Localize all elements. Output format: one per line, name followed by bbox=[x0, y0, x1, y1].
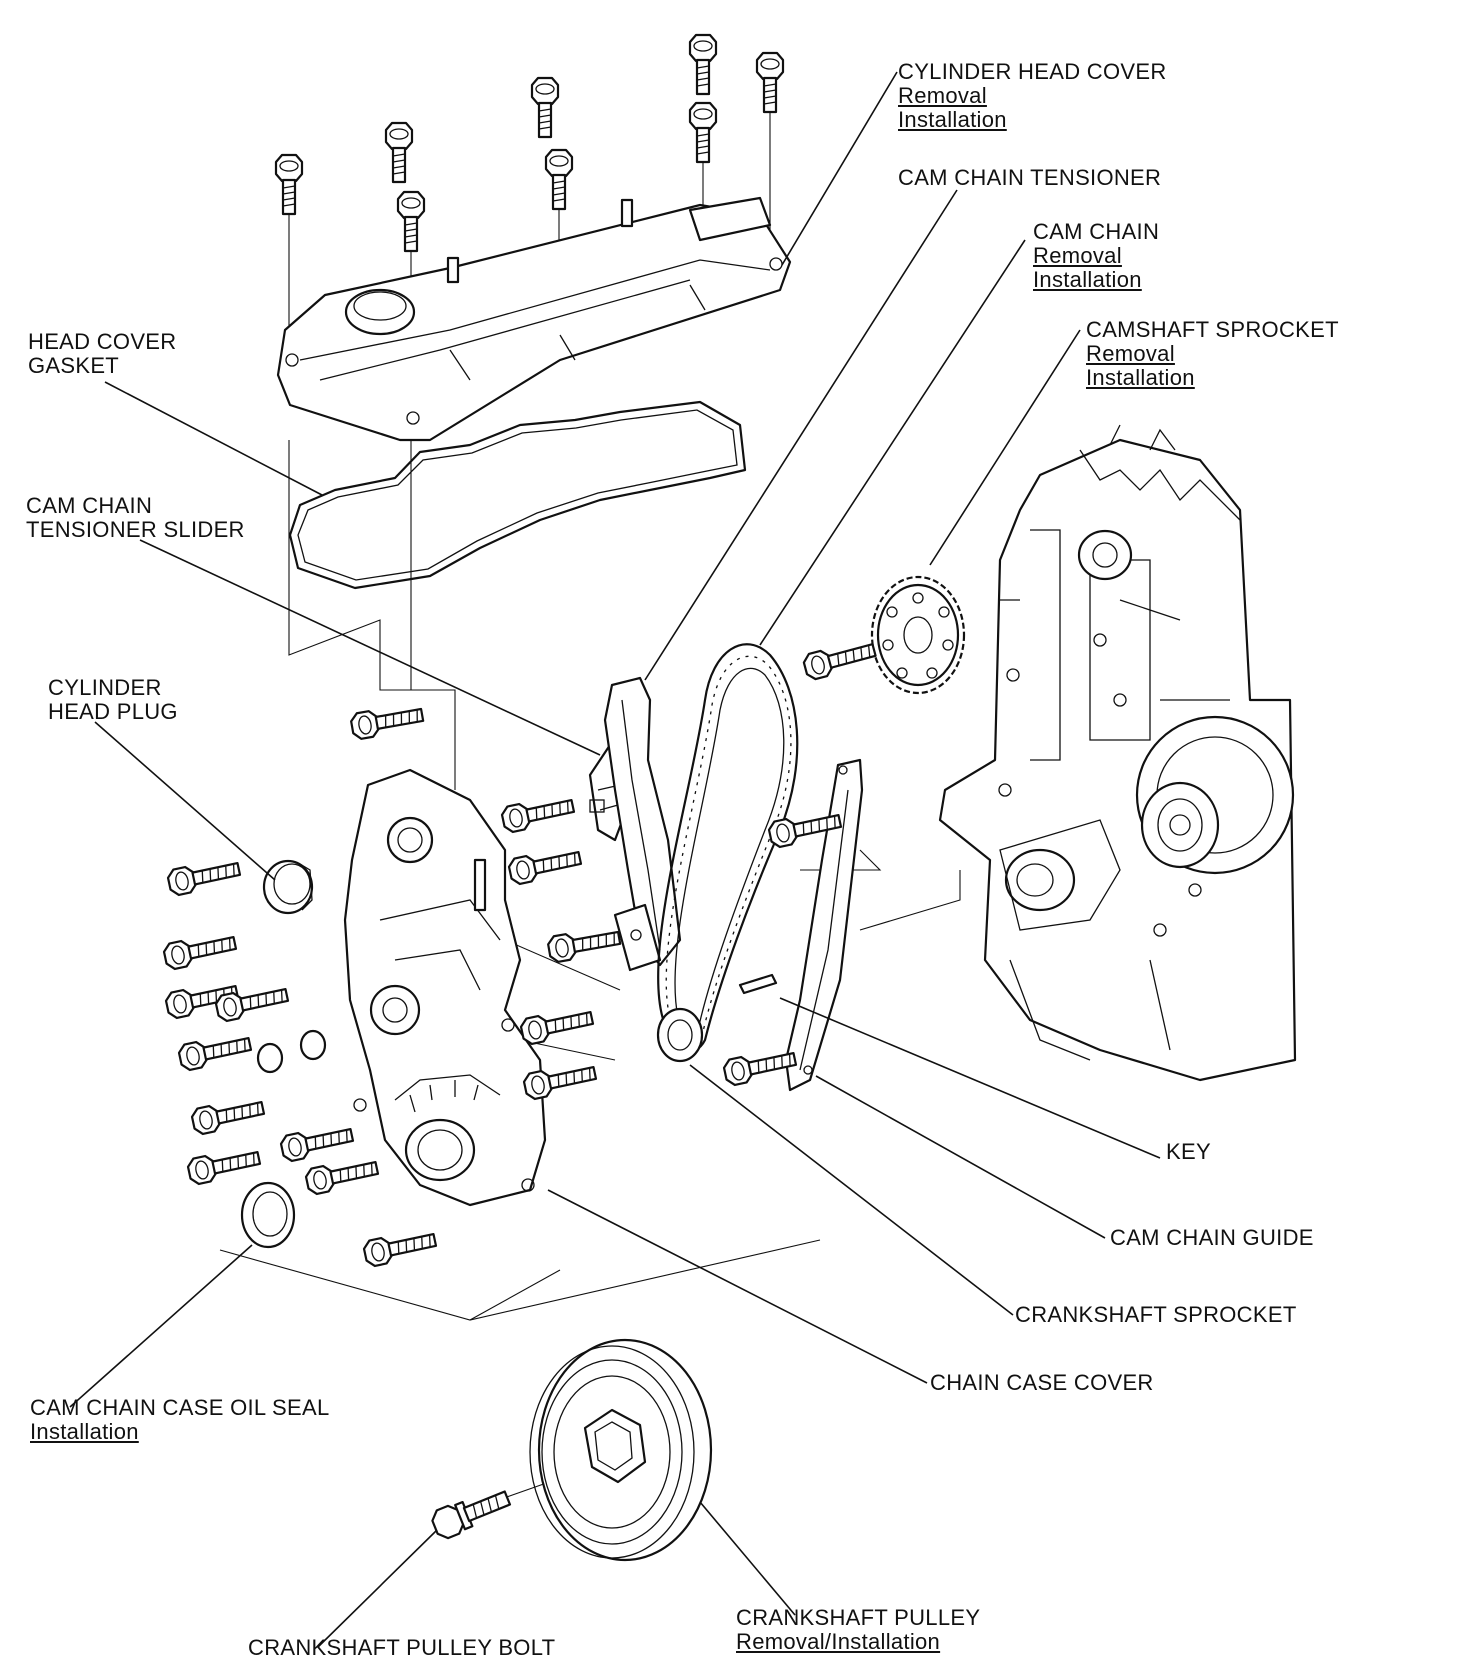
label-title: CYLINDER HEAD COVER bbox=[898, 59, 1167, 84]
head-cover-bolt bbox=[755, 51, 785, 114]
link-installation[interactable]: Installation bbox=[1086, 365, 1195, 390]
tensioner-bolt bbox=[545, 924, 623, 965]
label-cam-chain-tensioner-slider: CAM CHAIN TENSIONER SLIDER bbox=[26, 494, 245, 542]
label-line: HEAD COVER bbox=[28, 329, 177, 354]
link-installation[interactable]: Installation bbox=[1033, 267, 1142, 292]
label-line: CAM CHAIN bbox=[26, 493, 153, 518]
label-key: KEY bbox=[1166, 1140, 1211, 1164]
cam-chain-tensioner-slider bbox=[603, 676, 682, 972]
head-cover-bolt bbox=[530, 76, 560, 139]
link-removal[interactable]: Removal bbox=[898, 83, 987, 108]
label-cylinder-head-plug: CYLINDER HEAD PLUG bbox=[48, 676, 178, 724]
engine-block bbox=[938, 424, 1297, 1082]
camshaft-sprocket-bolt bbox=[800, 636, 879, 683]
chain-case-bolt bbox=[165, 855, 243, 898]
small-o-ring bbox=[299, 1029, 327, 1061]
link-removal-installation[interactable]: Removal/Installation bbox=[736, 1629, 941, 1654]
label-title: CAM CHAIN bbox=[1033, 219, 1160, 244]
chain-case-bolt bbox=[506, 844, 584, 887]
label-crankshaft-pulley: CRANKSHAFT PULLEY Removal/Installation bbox=[736, 1606, 980, 1654]
chain-case-bolt bbox=[348, 701, 426, 742]
label-title: CHAIN CASE COVER bbox=[930, 1370, 1154, 1395]
head-cover-bolt bbox=[688, 101, 718, 164]
label-camshaft-sprocket: CAMSHAFT SPROCKET Removal Installation bbox=[1086, 318, 1339, 390]
small-o-ring bbox=[256, 1042, 284, 1074]
label-title: CAM CHAIN TENSIONER bbox=[898, 165, 1162, 190]
chain-case-bolt bbox=[185, 1144, 263, 1187]
cam-chain-guide bbox=[784, 758, 864, 1092]
woodruff-key bbox=[738, 973, 778, 995]
label-title: CRANKSHAFT PULLEY bbox=[736, 1605, 981, 1630]
head-cover-bolt bbox=[384, 121, 414, 184]
chain-case-bolt bbox=[518, 1004, 596, 1047]
label-crankshaft-pulley-bolt: CRANKSHAFT PULLEY BOLT bbox=[248, 1636, 555, 1660]
chain-case-bolt bbox=[303, 1154, 381, 1197]
label-cam-chain-tensioner: CAM CHAIN TENSIONER bbox=[898, 166, 1161, 190]
label-title: CAM CHAIN CASE OIL SEAL bbox=[30, 1395, 330, 1420]
head-cover-bolt bbox=[688, 33, 718, 96]
head-cover-bolt bbox=[544, 148, 574, 211]
crankshaft-pulley bbox=[529, 1338, 713, 1562]
link-removal[interactable]: Removal bbox=[1033, 243, 1122, 268]
guide-bolt bbox=[721, 1045, 799, 1088]
label-cam-chain: CAM CHAIN Removal Installation bbox=[1033, 220, 1159, 292]
label-head-cover-gasket: HEAD COVER GASKET bbox=[28, 330, 176, 378]
head-cover-bolt bbox=[274, 153, 304, 216]
label-title: CRANKSHAFT PULLEY BOLT bbox=[248, 1635, 556, 1660]
cam-chain-case-oil-seal bbox=[240, 1181, 296, 1249]
chain-case-cover bbox=[343, 768, 547, 1207]
label-line: CYLINDER bbox=[48, 675, 162, 700]
cylinder-head-plug bbox=[262, 859, 314, 915]
label-title: KEY bbox=[1166, 1139, 1211, 1164]
chain-case-bolt bbox=[189, 1094, 267, 1137]
link-removal[interactable]: Removal bbox=[1086, 341, 1175, 366]
crankshaft-pulley-bolt bbox=[431, 1490, 512, 1540]
link-installation[interactable]: Installation bbox=[898, 107, 1007, 132]
chain-case-bolt bbox=[361, 1226, 439, 1269]
label-title: CRANKSHAFT SPROCKET bbox=[1015, 1302, 1297, 1327]
label-line: TENSIONER SLIDER bbox=[26, 517, 245, 542]
chain-case-bolt bbox=[176, 1030, 254, 1073]
head-cover-bolt bbox=[396, 190, 426, 253]
cylinder-head-cover bbox=[276, 196, 792, 442]
label-crankshaft-sprocket: CRANKSHAFT SPROCKET bbox=[1015, 1303, 1297, 1327]
head-cover-gasket bbox=[288, 400, 747, 590]
label-title: CAMSHAFT SPROCKET bbox=[1086, 317, 1339, 342]
crankshaft-sprocket bbox=[656, 1007, 704, 1063]
link-installation[interactable]: Installation bbox=[30, 1419, 139, 1444]
label-title: CAM CHAIN GUIDE bbox=[1110, 1225, 1314, 1250]
label-cam-chain-guide: CAM CHAIN GUIDE bbox=[1110, 1226, 1314, 1250]
leader-lines bbox=[69, 71, 1161, 1648]
chain-case-bolt bbox=[499, 792, 577, 835]
label-cam-chain-case-oil-seal: CAM CHAIN CASE OIL SEAL Installation bbox=[30, 1396, 330, 1444]
label-cylinder-head-cover: CYLINDER HEAD COVER Removal Installation bbox=[898, 60, 1167, 132]
chain-case-bolt bbox=[278, 1121, 356, 1164]
cam-chain bbox=[657, 643, 799, 1053]
label-line: GASKET bbox=[28, 353, 120, 378]
chain-case-bolt bbox=[161, 929, 239, 972]
camshaft-sprocket bbox=[870, 575, 966, 695]
label-line: HEAD PLUG bbox=[48, 699, 178, 724]
label-chain-case-cover: CHAIN CASE COVER bbox=[930, 1371, 1154, 1395]
